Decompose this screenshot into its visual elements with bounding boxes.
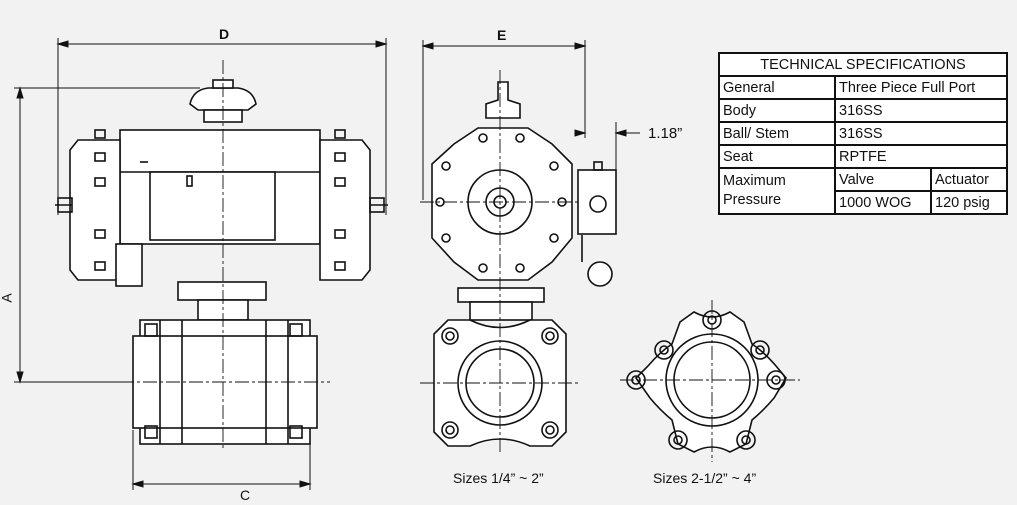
spec-row-label: Seat <box>718 144 836 169</box>
center-lines <box>120 60 800 462</box>
dimension-lines <box>14 38 640 490</box>
spec-row: General Three Piece Full Port <box>718 75 1008 100</box>
spec-row-label: Body <box>718 98 836 123</box>
pressure-header-row: Maximum Pressure Valve Actuator <box>718 167 1008 215</box>
spec-row-label: Ball/ Stem <box>718 121 836 146</box>
pressure-value-row: 1000 WOG 120 psig <box>719 190 1008 215</box>
spec-row: Ball/ Stem 316SS <box>718 121 1008 146</box>
dimension-offset-label: 1.18” <box>648 125 683 142</box>
spec-table-title: TECHNICAL SPECIFICATIONS <box>718 52 1008 77</box>
dimension-d-label: D <box>219 26 230 42</box>
valve-header: Valve <box>834 167 932 192</box>
large-sizes-caption: Sizes 2-1/2” ~ 4” <box>653 470 757 486</box>
spec-row: Body 316SS <box>718 98 1008 123</box>
spec-row-value: Three Piece Full Port <box>834 75 1008 100</box>
spec-row: Seat RPTFE <box>718 144 1008 169</box>
large-size-flange <box>626 310 787 453</box>
spec-row-value: 316SS <box>834 121 1008 146</box>
front-view-actuator <box>55 79 388 321</box>
actuator-header: Actuator <box>930 167 1008 192</box>
pressure-label: Maximum Pressure <box>718 167 836 215</box>
dimension-e-label: E <box>497 27 507 43</box>
valve-pressure-value: 1000 WOG <box>834 190 932 215</box>
technical-specifications-table: TECHNICAL SPECIFICATIONS General Three P… <box>718 52 1008 215</box>
spec-title-row: TECHNICAL SPECIFICATIONS <box>718 52 1008 77</box>
small-sizes-caption: Sizes 1/4” ~ 2” <box>453 470 544 486</box>
spec-row-value: 316SS <box>834 98 1008 123</box>
side-view-actuator <box>431 81 617 321</box>
dimension-a-label: A <box>0 293 15 303</box>
spec-row-label: General <box>718 75 836 100</box>
spec-row-value: RPTFE <box>834 144 1008 169</box>
actuator-pressure-value: 120 psig <box>930 190 1008 215</box>
dimension-c-label: C <box>240 487 251 503</box>
